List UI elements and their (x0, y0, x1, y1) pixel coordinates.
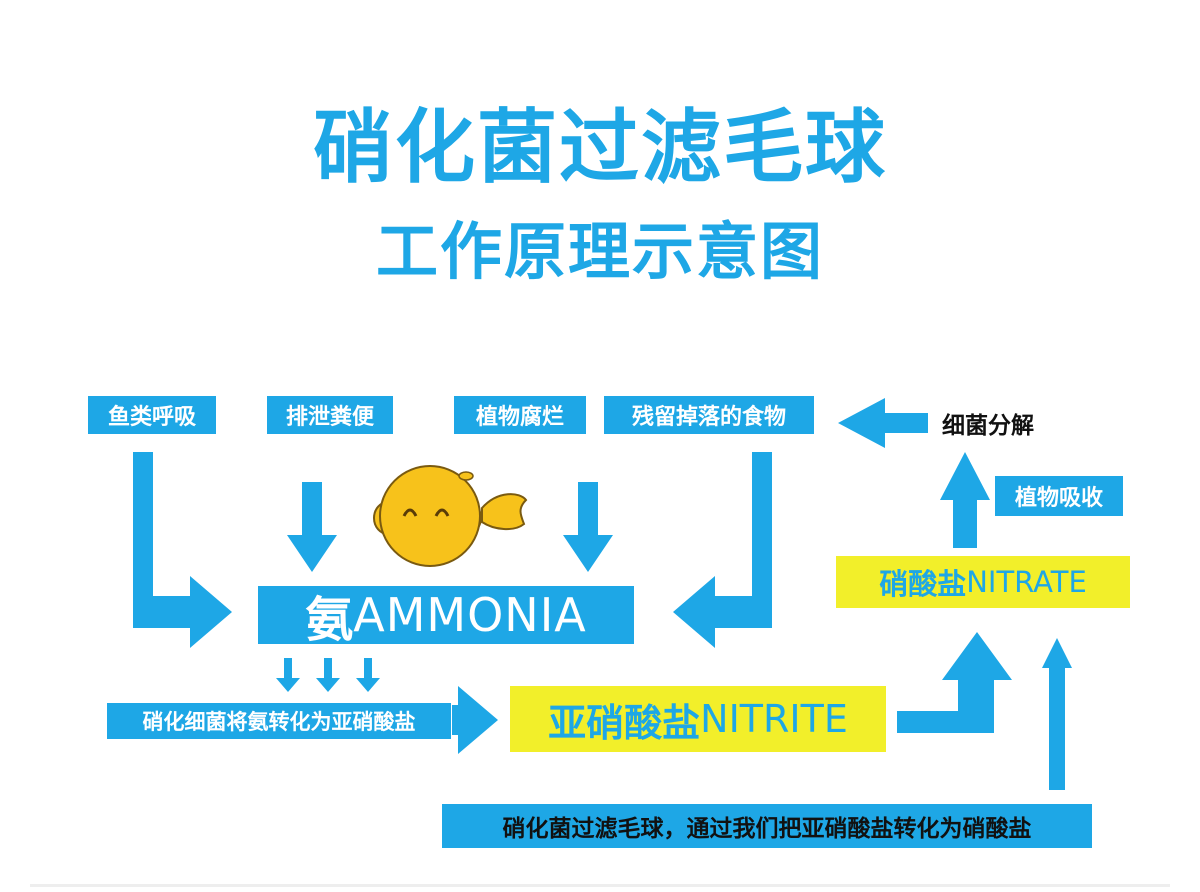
ammonia-cn: 氨 (305, 592, 354, 648)
bottom-divider (30, 884, 1170, 887)
arrow-nitrite-to-nitrate (897, 632, 1012, 733)
source-plant-decay: 植物腐烂 (454, 396, 586, 434)
source-excretion: 排泄粪便 (267, 396, 393, 434)
arrow-small-1 (276, 658, 300, 692)
source-fish-respiration: 鱼类呼吸 (88, 396, 216, 434)
arrow-respiration-to-ammonia (133, 452, 232, 648)
diagram-subtitle: 工作原理示意图 (375, 215, 824, 288)
nitrate-en: NITRATE (966, 565, 1087, 599)
arrow-excretion-down (287, 482, 337, 572)
arrow-small-3 (356, 658, 380, 692)
nitrite-box: 亚硝酸盐 NITRITE (510, 686, 886, 752)
fish-icon (373, 465, 528, 567)
nitrate-box: 硝酸盐 NITRATE (836, 556, 1130, 608)
nitrite-en: NITRITE (700, 697, 848, 741)
arrow-small-2 (316, 658, 340, 692)
arrow-bottom-up (1042, 638, 1072, 790)
ammonia-en: AMMONIA (353, 588, 587, 642)
arrow-nitrate-up (940, 452, 990, 548)
diagram-title: 硝化菌过滤毛球 (313, 101, 887, 194)
source-leftover-food: 残留掉落的食物 (604, 396, 814, 434)
nitrate-cn: 硝酸盐 (879, 567, 967, 601)
arrow-food-to-ammonia (673, 452, 772, 648)
nitrite-cn: 亚硝酸盐 (548, 700, 701, 745)
ammonia-box: 氨 AMMONIA (258, 586, 634, 648)
bottom-explanation: 硝化菌过滤毛球，通过我们把亚硝酸盐转化为硝酸盐 (442, 804, 1092, 848)
arrow-decay-down (563, 482, 613, 572)
bacteria-decompose-label: 细菌分解 (942, 413, 1034, 439)
arrow-to-nitrite (452, 686, 498, 754)
nitrification-step-label: 硝化细菌将氨转化为亚硝酸盐 (107, 703, 451, 739)
arrow-decompose-left (838, 398, 928, 448)
plant-absorb-label: 植物吸收 (995, 476, 1123, 516)
